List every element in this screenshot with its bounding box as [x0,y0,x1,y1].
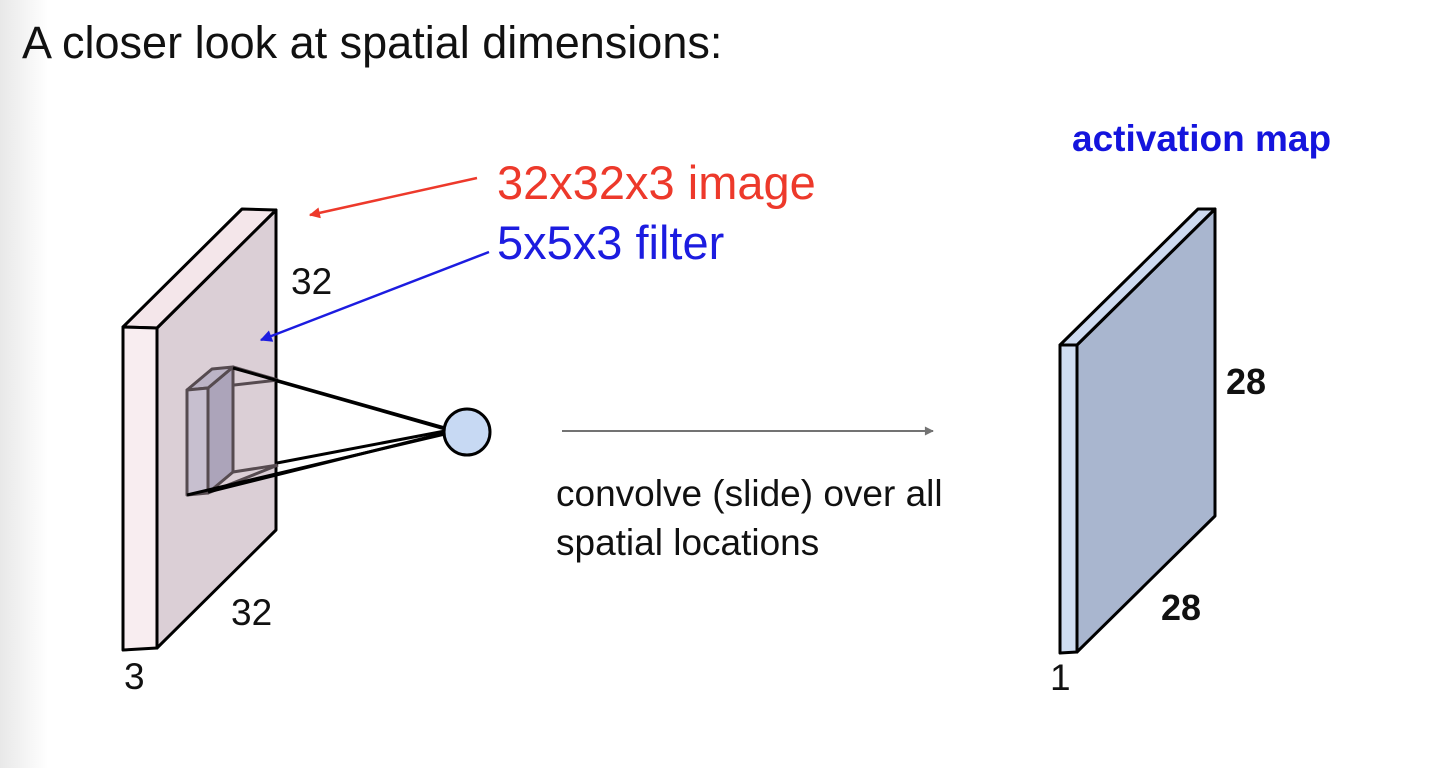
output-height-label: 28 [1226,361,1267,402]
filter-annotation-label: 5x5x3 filter [497,216,725,269]
activation-map-title: activation map [1072,118,1332,159]
convolve-caption-line1: convolve (slide) over all [556,473,943,514]
convolve-caption-line2: spatial locations [556,521,820,563]
image-annotation-arrow [308,176,478,219]
filter-volume [185,365,235,497]
neuron-circle [442,407,492,457]
filter-annotation-arrow [259,250,490,342]
neuron-connection-lines [186,366,446,497]
filter-volume-depth-face [185,386,210,497]
input-volume-depth-face [121,325,159,652]
input-height-label: 32 [291,261,333,302]
output-depth-label: 1 [1050,657,1071,698]
convolve-caption: convolve (slide) over all spatial locati… [556,470,943,568]
slide-title: A closer look at spatial dimensions: [22,17,723,68]
output-volume [1058,207,1217,655]
output-volume-depth-face [1058,343,1079,655]
input-width-label: 32 [231,592,273,633]
output-width-label: 28 [1161,587,1202,628]
image-annotation-label: 32x32x3 image [497,156,816,209]
input-depth-label: 3 [124,656,145,697]
